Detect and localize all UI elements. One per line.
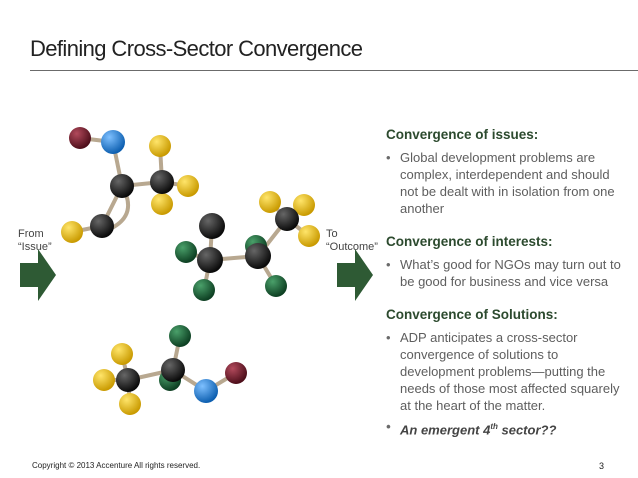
section-interests: Convergence of interests: What’s good fo… xyxy=(386,234,626,290)
to-label-line2: “Outcome” xyxy=(326,241,378,253)
right-arrow-icon-right xyxy=(337,249,373,301)
from-label-line2: “Issue” xyxy=(18,241,52,253)
title-divider xyxy=(30,70,638,71)
emphasis-text-pre: An emergent 4 xyxy=(400,422,491,438)
bullet-item: What’s good for NGOs may turn out to be … xyxy=(386,256,626,290)
slide-title: Defining Cross-Sector Convergence xyxy=(30,36,363,61)
from-label-line1: From xyxy=(18,228,44,240)
section-heading: Convergence of Solutions: xyxy=(386,307,558,322)
from-label: From “Issue” xyxy=(18,228,52,254)
bullet-item: ADP anticipates a cross-sector convergen… xyxy=(386,329,626,414)
convergence-content: Convergence of issues: Global developmen… xyxy=(386,127,626,455)
copyright-footer: Copyright © 2013 Accenture All rights re… xyxy=(32,461,201,470)
right-arrow-icon-left xyxy=(20,249,56,301)
section-heading: Convergence of interests: xyxy=(386,234,553,249)
section-solutions: Convergence of Solutions: ADP anticipate… xyxy=(386,307,626,438)
emphasis-superscript: th xyxy=(490,422,498,431)
page-number: 3 xyxy=(599,461,605,471)
to-label: To “Outcome” xyxy=(326,228,378,254)
bullet-item: Global development problems are complex,… xyxy=(386,149,626,217)
emphasis-bullet: An emergent 4th sector?? xyxy=(386,418,626,438)
section-heading: Convergence of issues: xyxy=(386,127,539,142)
molecule-illustration xyxy=(61,127,320,415)
to-label-line1: To xyxy=(326,228,338,240)
section-issues: Convergence of issues: Global developmen… xyxy=(386,127,626,217)
emphasis-text-post: sector?? xyxy=(497,422,557,438)
